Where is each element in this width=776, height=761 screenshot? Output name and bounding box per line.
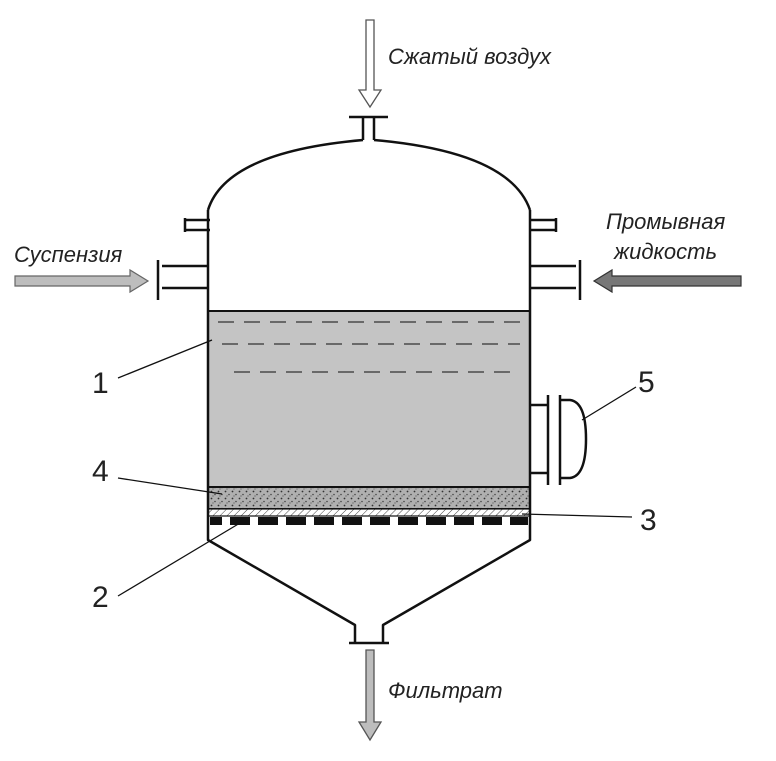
filter-cake-layer — [207, 486, 531, 510]
suspension-liquid — [208, 311, 530, 487]
perforated-plate — [210, 517, 528, 525]
leader-lines — [117, 339, 637, 597]
filtrate-arrow — [357, 649, 383, 742]
vessel-body — [156, 115, 588, 645]
suspension-arrow — [14, 268, 150, 294]
suspension-label: Суспензия — [14, 242, 123, 267]
callout-4: 4 — [92, 455, 109, 488]
wash-liquid-arrow — [592, 268, 742, 294]
callout-3: 3 — [640, 504, 657, 537]
compressed-air-arrow — [357, 19, 383, 109]
filter-cloth — [207, 508, 531, 517]
wash-liquid-label-line2: жидкость — [613, 239, 717, 264]
filtrate-label: Фильтрат — [388, 678, 503, 703]
callout-5: 5 — [638, 366, 655, 399]
liquid-dashes — [218, 321, 520, 373]
compressed-air-label: Сжатый воздух — [388, 44, 552, 69]
callout-2: 2 — [92, 581, 109, 614]
callout-1: 1 — [92, 367, 109, 400]
wash-liquid-label-line1: Промывная — [606, 209, 726, 234]
